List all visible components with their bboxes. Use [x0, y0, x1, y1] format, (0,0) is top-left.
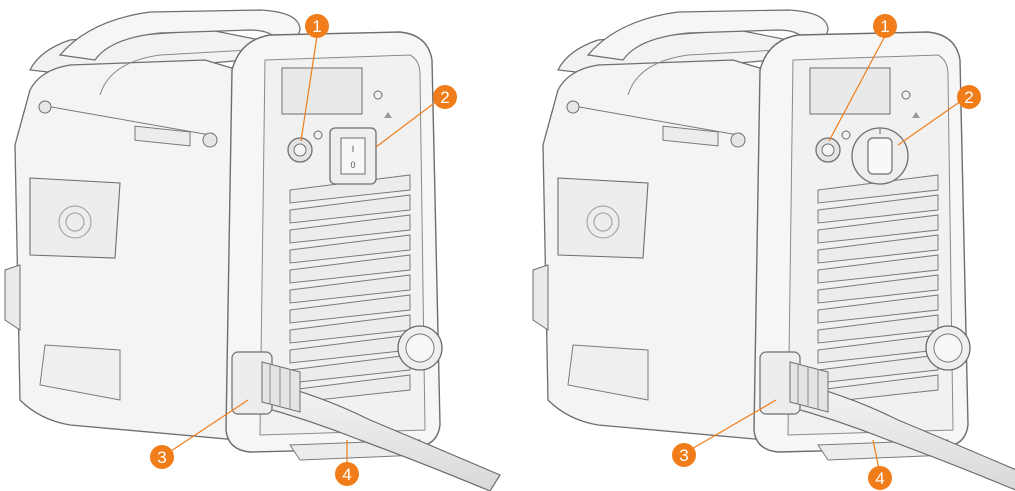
callout-4: 4 [335, 462, 359, 486]
callout-2-label: 2 [964, 88, 973, 107]
leader-line-1 [828, 35, 886, 142]
leader-line-2 [897, 100, 962, 146]
leader-line-2 [375, 100, 438, 148]
gas-connector [287, 130, 323, 163]
callout-1-label: 1 [312, 17, 321, 36]
callout-2: 2 [957, 85, 981, 109]
callout-4-label: 4 [875, 469, 884, 488]
callout-3: 3 [672, 443, 696, 467]
callout-1: 1 [305, 14, 329, 38]
callout-2-label: 2 [440, 88, 449, 107]
callout-4-label: 4 [342, 465, 351, 484]
switch-off-mark: 0 [350, 160, 355, 170]
leader-line-1 [300, 35, 318, 142]
warning-hand-icon [912, 112, 920, 118]
callout-3: 3 [150, 445, 174, 469]
switch-on-mark: I [352, 144, 355, 154]
callout-2: 2 [433, 85, 457, 109]
main-switch-rocker: I 0 [329, 112, 392, 185]
right-unit: 1 2 3 4 [532, 9, 1015, 491]
leader-line-3 [689, 399, 777, 451]
callout-3-label: 3 [679, 446, 688, 465]
callout-1-label: 1 [880, 17, 889, 36]
leader-line-3 [167, 399, 249, 454]
callout-1: 1 [873, 14, 897, 38]
callout-3-label: 3 [157, 448, 166, 467]
main-switch-rotary [851, 112, 920, 185]
warning-hand-icon [384, 112, 392, 118]
callout-4: 4 [868, 466, 892, 490]
gas-connector [815, 130, 851, 163]
left-unit: I 0 1 2 3 4 [4, 9, 501, 491]
